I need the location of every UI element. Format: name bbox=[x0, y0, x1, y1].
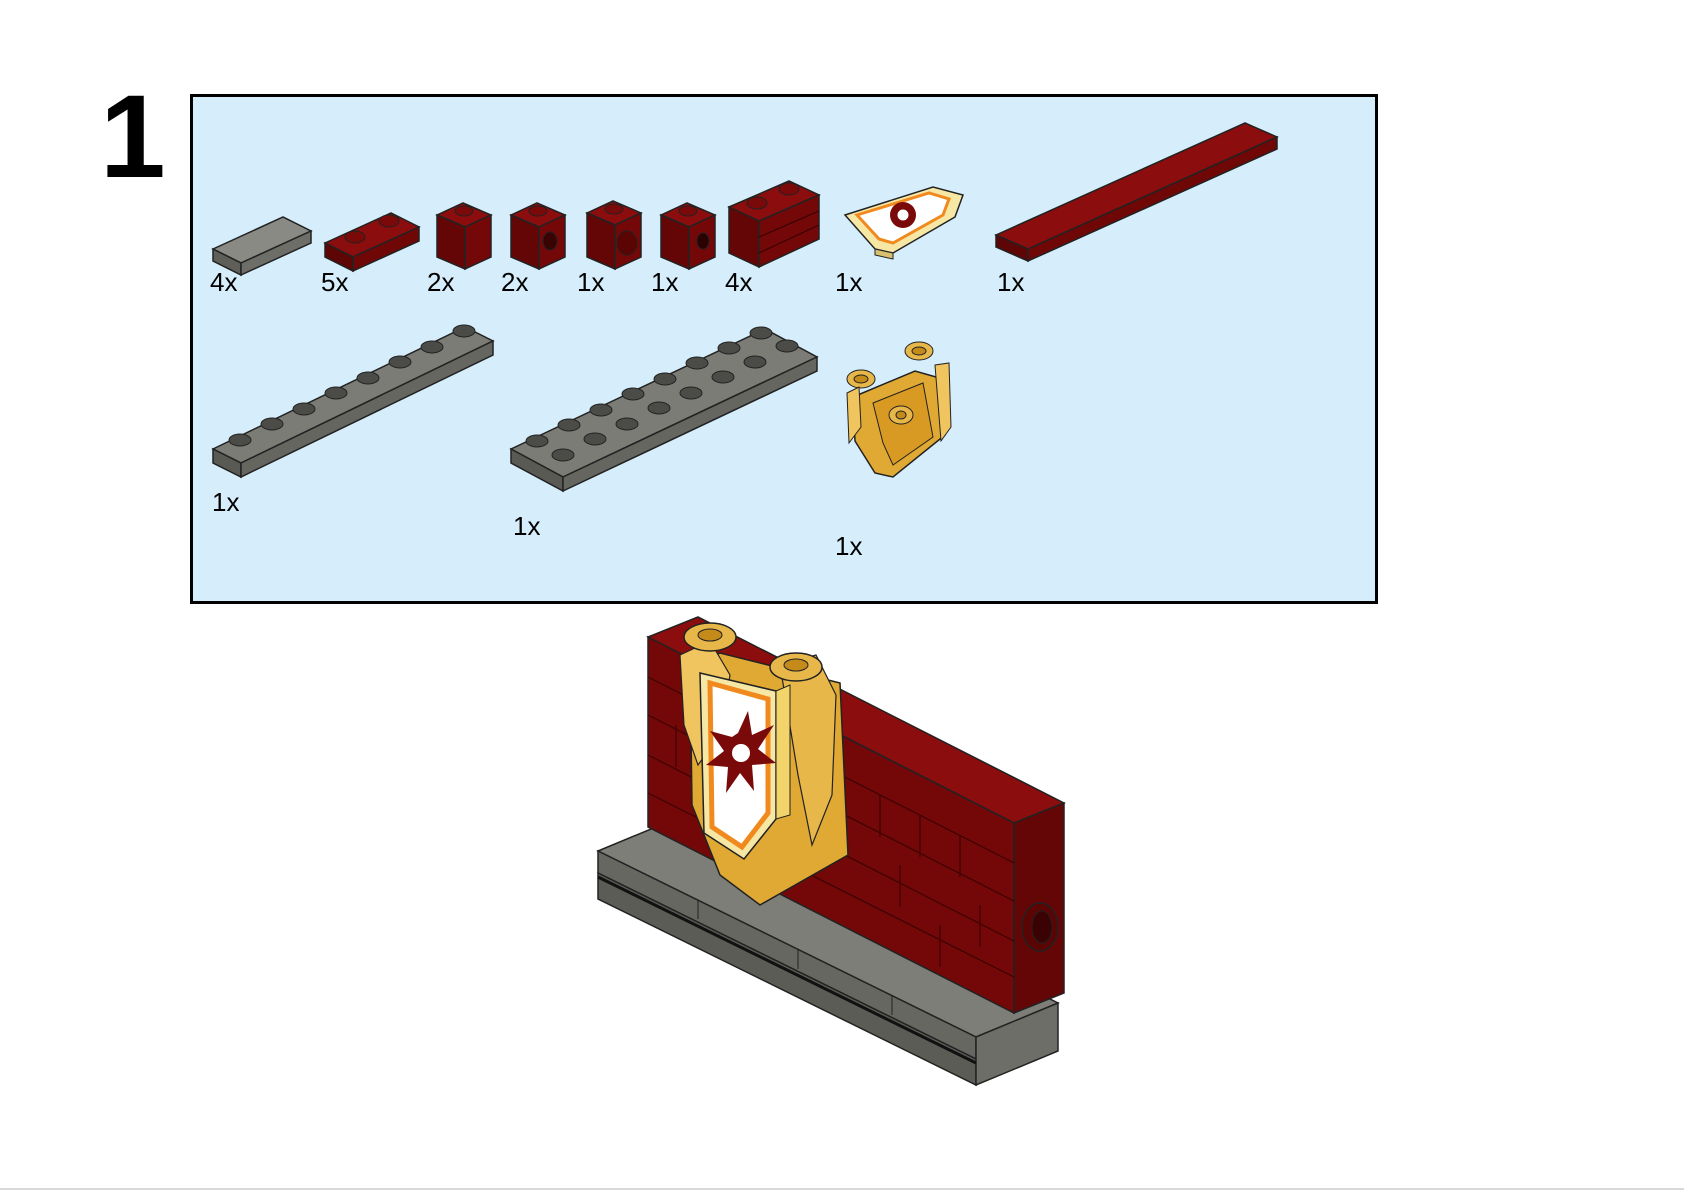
part-qty: 1x bbox=[513, 511, 541, 541]
part-qty: 1x bbox=[997, 267, 1025, 297]
part-qty: 1x bbox=[835, 531, 863, 561]
model-shield bbox=[679, 622, 849, 906]
part-qty: 1x bbox=[835, 267, 863, 297]
part-brick-1x1-dark-red bbox=[435, 202, 493, 271]
part-plate-1x8-dark-gray bbox=[211, 324, 495, 479]
part-qty: 1x bbox=[651, 267, 679, 297]
part-qty: 2x bbox=[501, 267, 529, 297]
part-tile-1x2-dark-gray bbox=[211, 216, 313, 277]
page-bottom-rule bbox=[0, 1188, 1684, 1190]
assembled-model bbox=[596, 616, 1066, 1087]
part-qty: 4x bbox=[725, 267, 753, 297]
part-qty: 1x bbox=[577, 267, 605, 297]
part-brick-1x1-side-stud-dark-red bbox=[509, 202, 567, 271]
model-base-plates bbox=[596, 816, 1060, 1087]
part-plate-2x8-dark-gray bbox=[509, 326, 819, 493]
parts-list-panel: 4x 5x 2x 2x 1x 1x 4x 1x 1x 1x 1x 1x bbox=[190, 94, 1378, 604]
part-brick-1x1-headlight-dark-red bbox=[585, 200, 643, 271]
part-qty: 5x bbox=[321, 267, 349, 297]
part-brick-1x2-masonry-dark-red bbox=[727, 180, 821, 269]
step-number: 1 bbox=[100, 71, 166, 203]
part-qty: 4x bbox=[210, 267, 238, 297]
part-brick-1x1-hole-dark-red bbox=[659, 202, 717, 271]
part-qty: 2x bbox=[427, 267, 455, 297]
parts-illustrations bbox=[211, 122, 1279, 493]
part-tile-1x12-dark-red bbox=[994, 122, 1279, 263]
part-shield-holder-pearl-gold bbox=[846, 341, 952, 478]
part-qty: 1x bbox=[212, 487, 240, 517]
part-nexo-shield-tile bbox=[843, 186, 964, 260]
part-plate-1x2-dark-red bbox=[323, 212, 421, 273]
